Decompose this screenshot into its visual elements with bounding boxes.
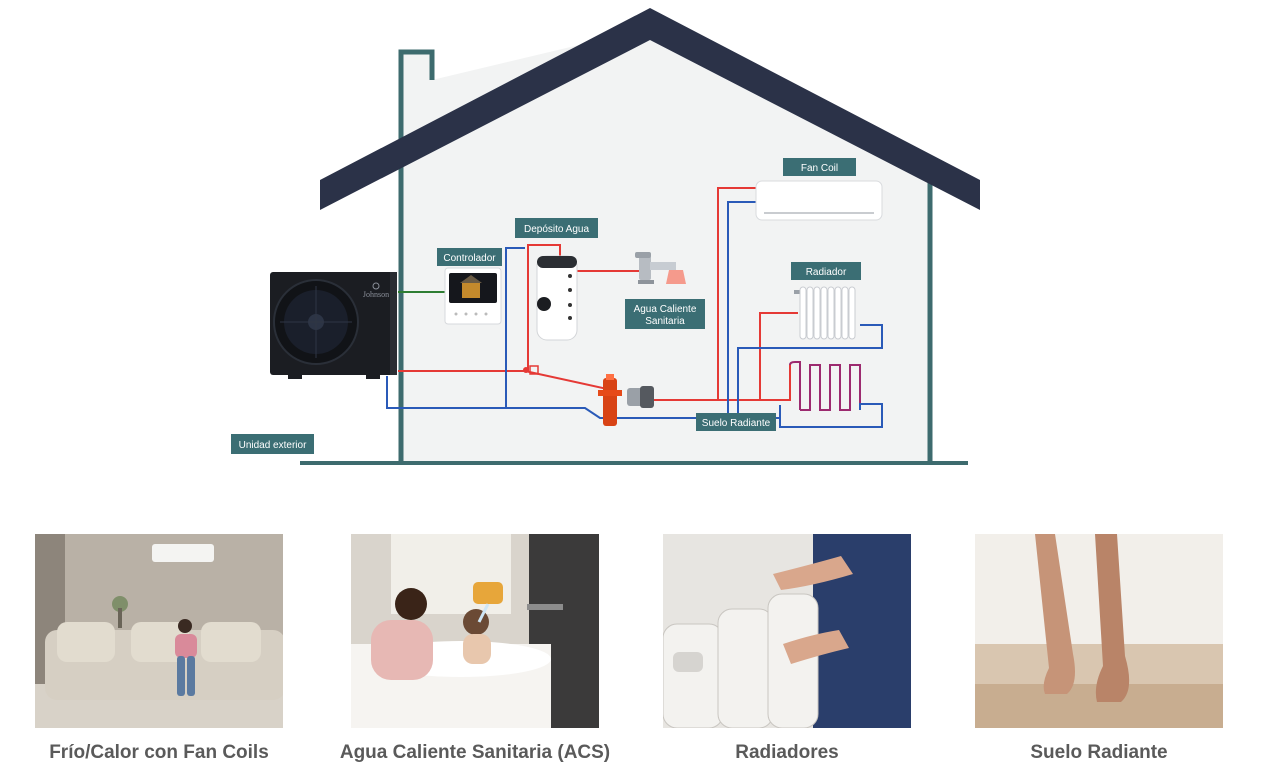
caption-fan-coils: Frío/Calor con Fan Coils xyxy=(49,742,269,763)
svg-text:Radiador: Radiador xyxy=(806,267,847,278)
valve-icon xyxy=(523,365,539,375)
photo-feet-floor-image xyxy=(975,534,1223,728)
label-unidad-exterior: Unidad exterior xyxy=(231,434,314,454)
radiator-unit xyxy=(794,286,856,340)
faucet-icon xyxy=(635,252,686,284)
gallery-card-acs: Agua Caliente Sanitaria (ACS) xyxy=(340,534,610,763)
gallery-card-radiadores: Radiadores xyxy=(663,534,911,763)
hot-pipes xyxy=(398,187,798,402)
controller-device xyxy=(444,267,502,325)
svg-text:Fan Coil: Fan Coil xyxy=(801,163,838,174)
svg-text:Depósito Agua: Depósito Agua xyxy=(524,224,589,235)
svg-text:Agua Caliente: Agua Caliente xyxy=(634,304,697,315)
label-agua-caliente-sanitaria: Agua Caliente Sanitaria xyxy=(625,299,705,329)
photo-living-room-image xyxy=(35,534,283,728)
label-deposito-agua: Depósito Agua xyxy=(515,218,598,238)
caption-acs: Agua Caliente Sanitaria (ACS) xyxy=(339,742,611,763)
svg-text:Controlador: Controlador xyxy=(443,253,496,264)
label-suelo-radiante: Suelo Radiante xyxy=(696,413,776,431)
gallery-card-suelo-radiante: Suelo Radiante xyxy=(975,534,1223,763)
fan-coil-unit xyxy=(755,180,883,221)
label-fan-coil: Fan Coil xyxy=(783,158,856,176)
floor-coil xyxy=(779,361,883,428)
brand-logo-text: Johnson xyxy=(363,290,389,299)
application-gallery: Frío/Calor con Fan Coils Agua Caliente S… xyxy=(0,534,1270,776)
label-controlador: Controlador xyxy=(437,248,502,266)
house-outline xyxy=(398,49,933,463)
svg-text:Unidad exterior: Unidad exterior xyxy=(239,440,307,451)
label-radiador: Radiador xyxy=(791,262,861,280)
outdoor-unit: Johnson xyxy=(270,272,397,379)
caption-suelo-radiante: Suelo Radiante xyxy=(1030,742,1168,763)
gallery-card-fan-coils: Frío/Calor con Fan Coils xyxy=(35,534,283,763)
water-tank xyxy=(536,255,578,341)
svg-text:Sanitaria: Sanitaria xyxy=(645,316,685,327)
caption-radiadores: Radiadores xyxy=(735,742,839,763)
brand-logo-icon xyxy=(372,282,380,290)
heating-system-diagram: Johnson xyxy=(231,8,980,465)
photo-radiator-image xyxy=(663,534,911,728)
hydraulic-collector xyxy=(598,374,654,426)
photo-bathtub-image xyxy=(351,534,599,728)
svg-text:Suelo Radiante: Suelo Radiante xyxy=(702,418,771,429)
house-interior xyxy=(403,28,930,461)
